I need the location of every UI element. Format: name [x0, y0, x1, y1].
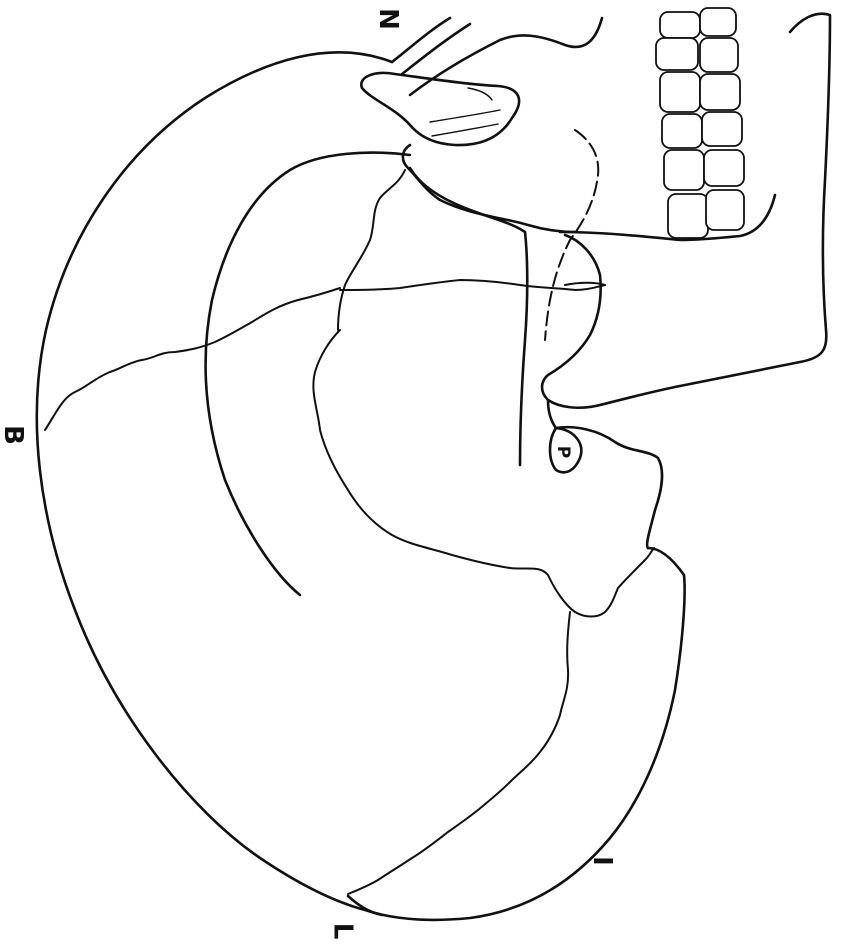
upper-tooth [660, 72, 700, 112]
ramus-notch [565, 283, 605, 285]
upper-tooth [668, 194, 708, 238]
inion-label: I [589, 856, 615, 866]
sphenoparietal-suture [338, 170, 405, 330]
temporal-line [206, 153, 410, 595]
lower-teeth [700, 8, 744, 230]
mastoid-contour [548, 400, 662, 548]
orbit-inner-line-3 [468, 88, 492, 100]
lambdoid-suture [348, 612, 570, 894]
squamosal-suture [313, 330, 654, 617]
zygomatic-lower-contour [410, 168, 527, 465]
lower-tooth [700, 38, 738, 72]
lower-tooth [702, 112, 742, 146]
lower-tooth [700, 74, 740, 110]
coronal-suture [45, 288, 340, 430]
orbit-inner-line-2 [432, 124, 498, 136]
upper-tooth [664, 150, 704, 190]
nasal-bone-contour [410, 18, 602, 95]
upper-tooth [662, 114, 702, 148]
lower-tooth [706, 190, 744, 230]
cranial-vault-outline [37, 52, 685, 920]
upper-tooth [660, 12, 700, 38]
lambda-label: L [329, 923, 355, 940]
lower-tooth [700, 8, 736, 36]
zygomatic-suture [545, 130, 598, 340]
bregma-label: B [0, 425, 26, 445]
frontal-inner-contour [402, 24, 470, 74]
porion-label: P [553, 446, 573, 458]
upper-tooth [656, 38, 698, 70]
orbit-inner-line-1 [430, 110, 500, 122]
lower-tooth [704, 150, 744, 186]
nasion-label: N [375, 8, 401, 30]
